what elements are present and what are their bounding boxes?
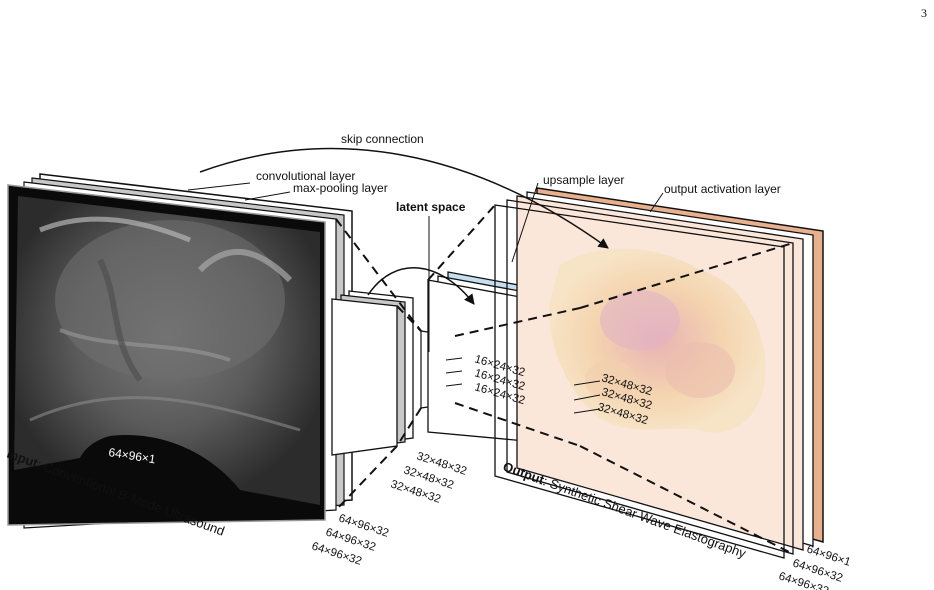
output-activation-layer-label: output activation layer xyxy=(664,182,781,196)
skip-connection-label: skip connection xyxy=(341,132,424,146)
skip-connection-arrow xyxy=(199,147,609,249)
latent-space-label: latent space xyxy=(396,200,466,214)
upsample-layer-label: upsample layer xyxy=(543,173,624,187)
max-pooling-layer-label: max-pooling layer xyxy=(293,181,388,195)
leader-lines xyxy=(187,182,664,414)
encoder-block-2 xyxy=(331,290,414,456)
ultrasound-image: 64×96×1 xyxy=(7,184,326,526)
convolutional-layer-label: convolutional layer xyxy=(256,169,355,183)
block2-dims: 32×48×32 32×48×32 32×48×32 xyxy=(389,450,468,505)
output-stack xyxy=(494,187,824,559)
page-number: 3 xyxy=(921,6,927,20)
final-dims: 64×96×1 64×96×32 64×96×32 xyxy=(777,543,852,590)
projection-lines xyxy=(335,204,794,555)
latent-skip-arrow xyxy=(367,267,475,305)
elastography-map xyxy=(549,248,766,433)
input-stack: 64×96×1 xyxy=(7,173,353,529)
